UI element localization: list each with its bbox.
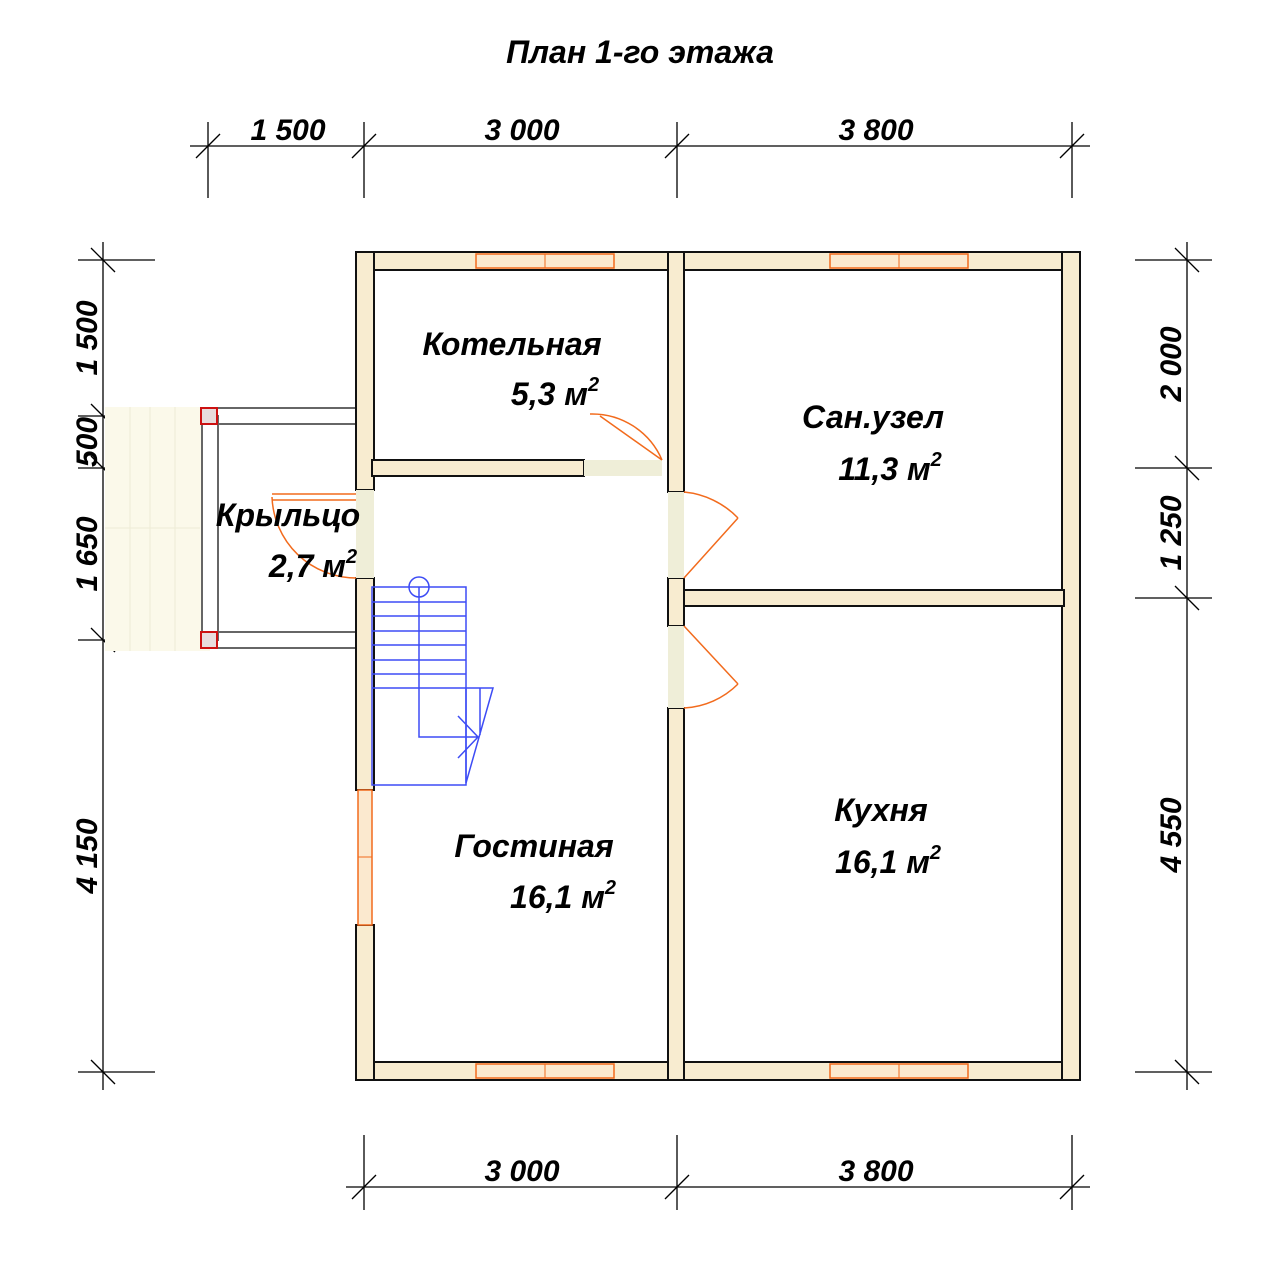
door-kitchen xyxy=(683,625,739,709)
door-boiler xyxy=(589,413,663,461)
dim-bottom-2: 3 800 xyxy=(838,1155,913,1188)
room-area: 16,1 м2 xyxy=(835,842,941,880)
room-name: Гостиная xyxy=(454,828,614,864)
dim-right-3: 4 550 xyxy=(1155,797,1188,873)
left-dimension-line: 1 500 500 1 650 4 150 xyxy=(71,242,155,1090)
room-name: Сан.узел xyxy=(802,399,944,435)
dim-top-3: 3 800 xyxy=(838,114,913,147)
porch-steps xyxy=(105,407,210,651)
door-porch xyxy=(271,493,357,579)
dim-left-2: 500 xyxy=(71,417,104,467)
room-name: Котельная xyxy=(422,326,601,362)
porch-railings xyxy=(200,407,359,649)
room-porch: Крыльцо 2,7 м2 xyxy=(216,497,360,584)
room-bathroom: Сан.узел 11,3 м2 xyxy=(802,399,944,487)
room-area: 5,3 м2 xyxy=(511,374,599,412)
room-living: Гостиная 16,1 м2 xyxy=(454,828,616,915)
top-dimension-line: 1 500 3 000 3 800 xyxy=(190,114,1090,198)
staircase xyxy=(371,576,494,786)
porch-column xyxy=(200,407,218,425)
dim-top-1: 1 500 xyxy=(250,114,325,147)
dim-left-4: 4 150 xyxy=(71,818,104,894)
dim-right-2: 1 250 xyxy=(1155,495,1188,570)
dim-bottom-1: 3 000 xyxy=(484,1155,559,1188)
walls xyxy=(355,251,1081,1081)
door-bathroom xyxy=(683,491,739,579)
dim-right-1: 2 000 xyxy=(1155,326,1188,402)
plan-title: План 1-го этажа xyxy=(506,34,774,70)
room-area: 2,7 м2 xyxy=(268,546,357,584)
dim-left-1: 1 500 xyxy=(71,300,104,375)
right-dimension-line: 2 000 1 250 4 550 xyxy=(1135,242,1212,1090)
room-kitchen: Кухня 16,1 м2 xyxy=(834,792,941,880)
room-name: Кухня xyxy=(834,792,928,828)
bottom-dimension-line: 3 000 3 800 xyxy=(346,1135,1090,1210)
room-area: 16,1 м2 xyxy=(510,877,616,915)
room-name: Крыльцо xyxy=(216,497,360,533)
room-area: 11,3 м2 xyxy=(838,449,942,487)
dim-left-3: 1 650 xyxy=(71,516,104,591)
dim-top-2: 3 000 xyxy=(484,114,559,147)
doors xyxy=(271,413,739,709)
porch-column xyxy=(200,631,218,649)
windows xyxy=(357,253,969,1079)
room-boiler: Котельная 5,3 м2 xyxy=(422,326,601,412)
